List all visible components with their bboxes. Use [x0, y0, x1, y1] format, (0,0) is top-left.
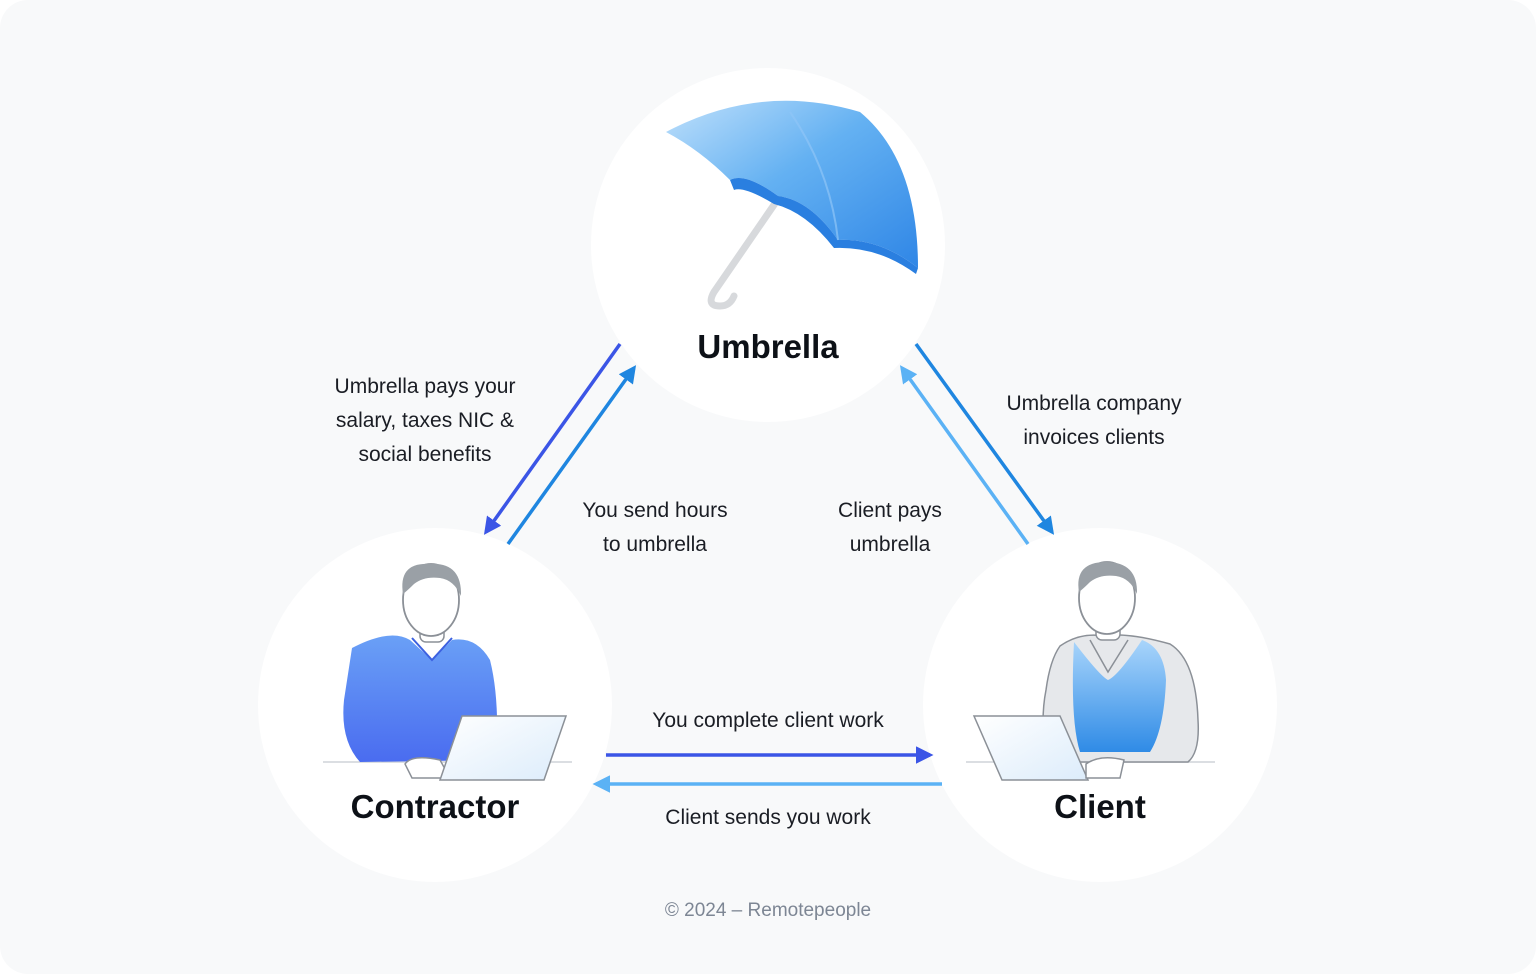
- umbrella-icon: [666, 100, 918, 310]
- client-at-laptop-icon: [966, 561, 1215, 781]
- contractor-at-laptop-icon: [323, 563, 572, 781]
- flow-label-client-to-contractor: Client sends you work: [665, 806, 871, 829]
- contractor-label: Contractor: [350, 788, 520, 825]
- arrow-client-to-umbrella: [899, 365, 1030, 546]
- flow-label-umbrella-to-contractor: Umbrella pays your salary, taxes NIC & s…: [334, 375, 516, 466]
- copyright-footer: © 2024 – Remotepeople: [664, 900, 872, 921]
- flow-label-contractor-to-client: You complete client work: [652, 709, 884, 732]
- umbrella-label: Umbrella: [697, 328, 839, 365]
- arrow-contractor-to-umbrella: [506, 365, 637, 546]
- client-label: Client: [1054, 788, 1146, 825]
- flow-label-contractor-to-umbrella: You send hours to umbrella: [582, 499, 728, 556]
- arrow-umbrella-to-contractor: [483, 342, 622, 535]
- flow-label-client-to-umbrella: Client pays umbrella: [838, 499, 942, 556]
- flow-label-umbrella-to-client: Umbrella company invoices clients: [1006, 392, 1182, 449]
- arrow-umbrella-to-client: [914, 342, 1055, 535]
